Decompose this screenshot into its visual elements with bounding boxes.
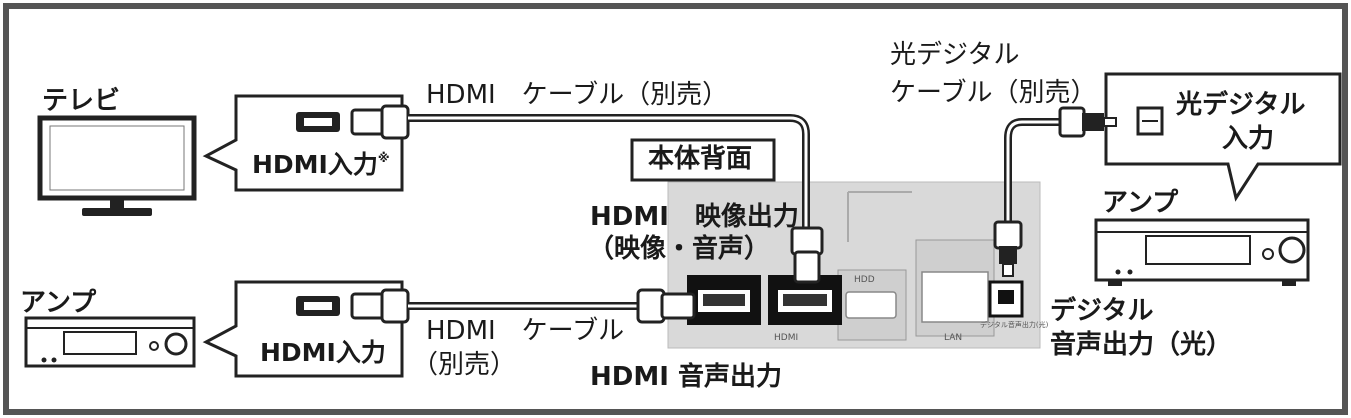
hdmi-audio-port	[687, 275, 761, 325]
optical-cable-label-line1: 光デジタル	[890, 40, 1020, 70]
digital-audio-out-label-line1: デジタル	[1050, 296, 1154, 326]
rear-panel-title: 本体背面	[648, 144, 753, 174]
optical-out-port	[988, 280, 1024, 318]
hdd-port-label: HDD	[854, 275, 875, 285]
amp-right-label: アンプ	[1102, 188, 1179, 218]
amp-right-icon	[1094, 218, 1310, 286]
tv-hdmi-input-text: HDMI入力	[252, 150, 378, 179]
amp-left-hdmi-input-label: HDMI入力	[260, 338, 386, 367]
bottom-hdmi-cable-label-line2: （別売）	[412, 350, 517, 380]
optical-cable	[993, 106, 1117, 277]
tv-hdmi-socket-icon	[296, 112, 340, 132]
top-hdmi-cable-label: HDMI ケーブル（別売）	[426, 80, 729, 110]
hdmi-cable-top	[350, 104, 824, 284]
digital-audio-out-label-line2: 音声出力（光）	[1050, 330, 1233, 360]
tv-icon	[37, 115, 197, 216]
bottom-hdmi-cable-label-line1: HDMI ケーブル	[426, 316, 625, 346]
tv-hdmi-input-note: ※	[377, 151, 390, 165]
optical-cable-label-line2: ケーブル（別売）	[890, 78, 1097, 108]
amp-right-callout-box	[1104, 72, 1342, 202]
amp-left-icon	[24, 316, 196, 368]
hdmi-video-port	[768, 275, 842, 325]
rear-panel-title-box	[630, 138, 776, 182]
amp-left-hdmi-socket-icon	[296, 296, 340, 316]
hdmi-video-out-label-line2: （映像・音声）	[588, 234, 771, 264]
optical-port-label: デジタル音声出力(光)	[980, 321, 1049, 329]
hdmi-audio-out-label: HDMI 音声出力	[590, 362, 782, 392]
hdmi-video-out-label-line1: HDMI 映像出力	[590, 202, 799, 232]
hdmi-group-label: HDMI	[774, 333, 799, 343]
tv-label: テレビ	[42, 86, 121, 116]
amp-right-optical-socket-icon	[1136, 106, 1164, 136]
amp-left-label: アンプ	[20, 288, 97, 318]
amp-right-optical-input-line2: 入力	[1222, 124, 1275, 154]
hdmi-cable-bottom	[350, 288, 696, 324]
lan-port-label: LAN	[944, 333, 963, 343]
tv-hdmi-input-label: HDMI入力※	[252, 152, 390, 177]
amp-right-optical-input-line1: 光デジタル	[1176, 90, 1306, 120]
